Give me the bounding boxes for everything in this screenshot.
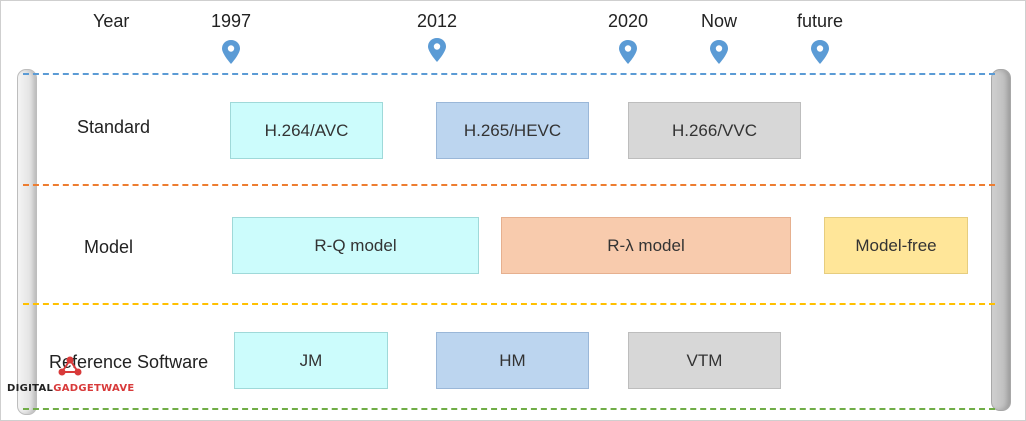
watermark-text-part2: GADGETWAVE <box>53 383 135 394</box>
row-label-model: Model <box>84 237 134 257</box>
box-vtm: VTM <box>628 332 781 389</box>
year-now: Now <box>700 11 738 31</box>
box-r-lambda-model: R-λ model <box>501 217 791 274</box>
box-model-free: Model-free <box>824 217 968 274</box>
watermark: DIGITALGADGETWAVE <box>7 353 147 394</box>
year-1997: 1997 <box>210 11 252 31</box>
location-pin-icon <box>811 40 829 64</box>
right-pillar <box>991 69 1011 411</box>
box-h264-avc: H.264/AVC <box>230 102 383 159</box>
divider-standard-model <box>23 184 995 186</box>
row-label-standard: Standard <box>77 117 151 137</box>
location-pin-icon <box>222 40 240 64</box>
timeline-divider-top <box>23 73 995 75</box>
year-future: future <box>796 11 844 31</box>
box-h266-vvc: H.266/VVC <box>628 102 801 159</box>
location-pin-icon <box>619 40 637 64</box>
location-pin-icon <box>710 40 728 64</box>
row-label-reference-software: Reference Software <box>49 352 209 372</box>
divider-model-software <box>23 303 995 305</box>
year-2012: 2012 <box>416 11 458 31</box>
molecule-logo-icon <box>58 356 82 376</box>
watermark-text-part1: DIGITAL <box>7 383 54 394</box>
box-jm: JM <box>234 332 388 389</box>
left-pillar <box>17 69 37 415</box>
year-heading: Year <box>93 11 130 31</box>
location-pin-icon <box>428 38 446 62</box>
box-h265-hevc: H.265/HEVC <box>436 102 589 159</box>
watermark-text: DIGITALGADGETWAVE <box>7 383 135 394</box>
divider-bottom <box>23 408 995 410</box>
box-hm: HM <box>436 332 589 389</box>
box-r-q-model: R-Q model <box>232 217 479 274</box>
year-2020: 2020 <box>607 11 649 31</box>
